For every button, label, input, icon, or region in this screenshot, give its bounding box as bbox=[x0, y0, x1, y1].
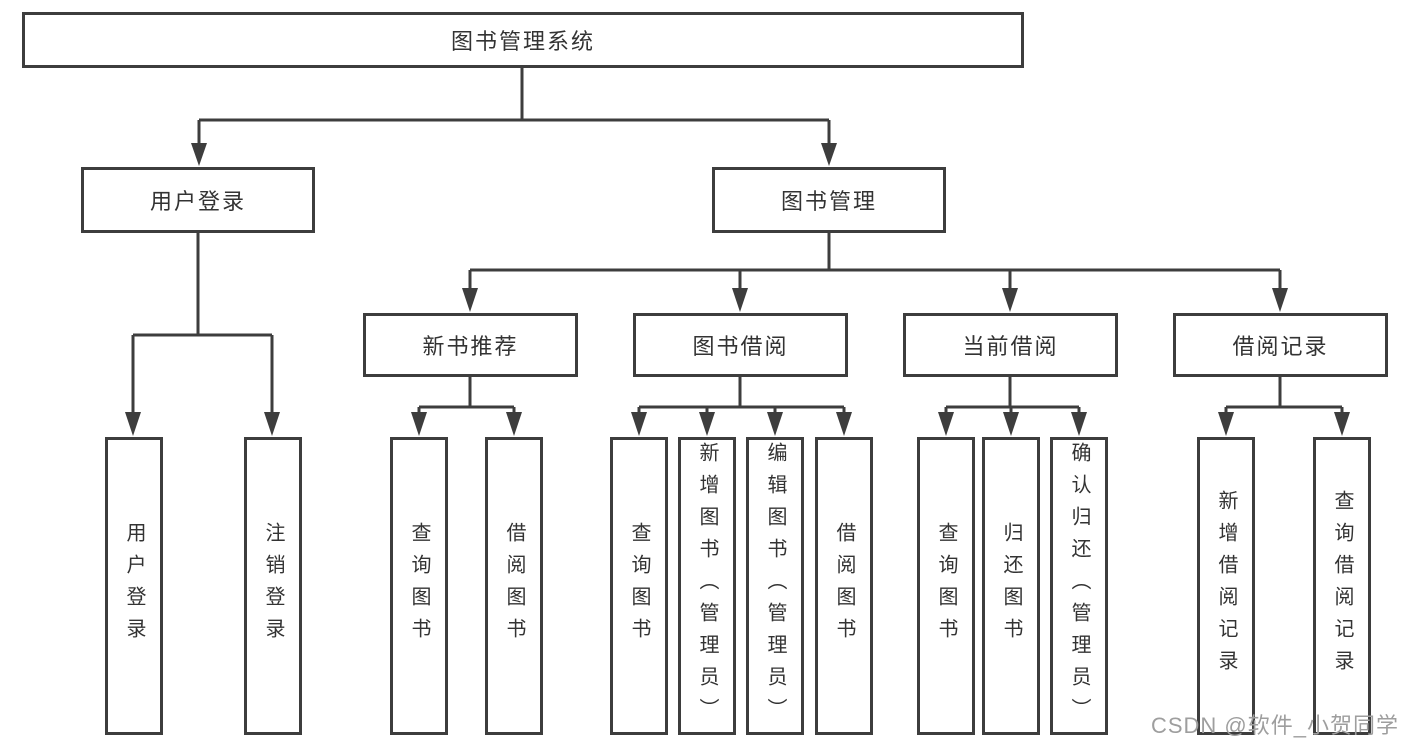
leaf-user-login: 用户登录 bbox=[105, 437, 163, 735]
node-book-borrowing: 图书借阅 bbox=[633, 313, 848, 377]
arrowheads bbox=[125, 143, 1350, 436]
node-label: 图书借阅 bbox=[692, 334, 789, 359]
leaf-return-books: 归还图书 bbox=[982, 437, 1040, 735]
leaf-label: 新增图书（管理员） bbox=[696, 442, 718, 730]
leaf-label: 确认归还（管理员） bbox=[1068, 442, 1090, 730]
node-label: 新书推荐 bbox=[422, 334, 519, 359]
node-label: 用户登录 bbox=[149, 189, 246, 214]
leaf-query-books-current: 查询图书 bbox=[917, 437, 975, 735]
node-label: 借阅记录 bbox=[1232, 334, 1329, 359]
leaf-query-books-borrowing: 查询图书 bbox=[610, 437, 668, 735]
node-current-borrowing: 当前借阅 bbox=[903, 313, 1118, 377]
leaf-query-borrowing-record: 查询借阅记录 bbox=[1313, 437, 1371, 735]
node-new-book-recommend: 新书推荐 bbox=[363, 313, 578, 377]
leaf-label: 借阅图书 bbox=[833, 522, 855, 650]
leaf-label: 归还图书 bbox=[1000, 522, 1022, 650]
node-label: 当前借阅 bbox=[962, 334, 1059, 359]
node-borrowing-records: 借阅记录 bbox=[1173, 313, 1388, 377]
leaf-borrow-books-borrowing: 借阅图书 bbox=[815, 437, 873, 735]
leaf-label: 新增借阅记录 bbox=[1215, 490, 1237, 682]
csdn-watermark: CSDN @软件_小贺同学 bbox=[1150, 713, 1399, 738]
node-library-management-system: 图书管理系统 bbox=[22, 12, 1024, 68]
leaf-borrow-books-recommend: 借阅图书 bbox=[485, 437, 543, 735]
node-label: 图书管理 bbox=[780, 189, 877, 214]
leaf-add-books-admin: 新增图书（管理员） bbox=[678, 437, 736, 735]
leaf-label: 查询图书 bbox=[628, 522, 650, 650]
node-label: 图书管理系统 bbox=[450, 29, 595, 54]
connector-paths bbox=[131, 68, 1344, 417]
leaf-edit-books-admin: 编辑图书（管理员） bbox=[746, 437, 804, 735]
leaf-confirm-return-admin: 确认归还（管理员） bbox=[1050, 437, 1108, 735]
leaf-query-books-recommend: 查询图书 bbox=[390, 437, 448, 735]
node-user-login: 用户登录 bbox=[81, 167, 315, 233]
leaf-label: 查询借阅记录 bbox=[1331, 490, 1353, 682]
leaf-label: 查询图书 bbox=[935, 522, 957, 650]
leaf-label: 借阅图书 bbox=[503, 522, 525, 650]
leaf-label: 用户登录 bbox=[123, 522, 145, 650]
leaf-add-borrowing-record: 新增借阅记录 bbox=[1197, 437, 1255, 735]
node-book-management: 图书管理 bbox=[712, 167, 946, 233]
leaf-logout-login: 注销登录 bbox=[244, 437, 302, 735]
leaf-label: 编辑图书（管理员） bbox=[764, 442, 786, 730]
leaf-label: 注销登录 bbox=[262, 522, 284, 650]
leaf-label: 查询图书 bbox=[408, 522, 430, 650]
